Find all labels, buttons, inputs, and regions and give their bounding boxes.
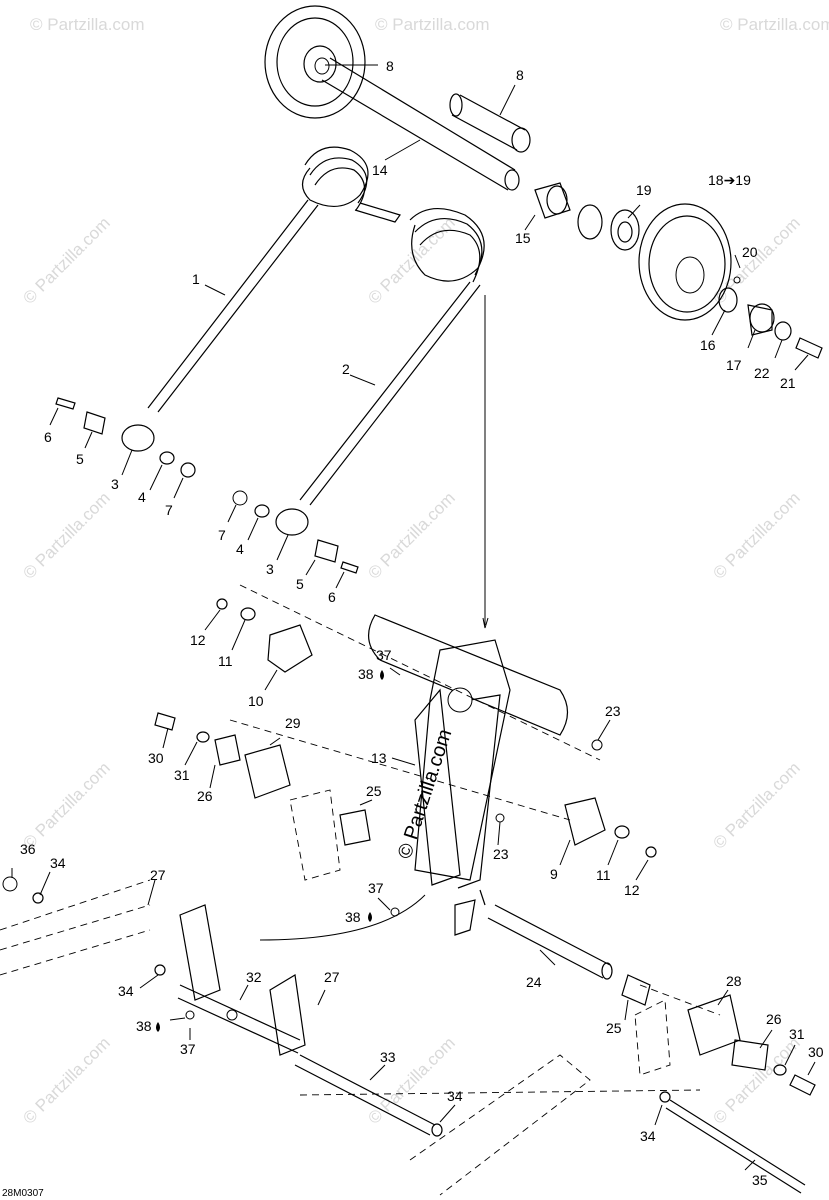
watermark: © Partzilla.com: [364, 1033, 458, 1127]
oil-drop-icon: [156, 1022, 160, 1032]
callout-37: 37: [180, 1041, 196, 1057]
callout-33: 33: [380, 1049, 396, 1065]
callout-5: 5: [76, 451, 84, 467]
callout-38: 38: [358, 666, 374, 682]
swing-arm: [368, 614, 569, 936]
callout-37: 37: [376, 647, 392, 663]
callout-38: 38: [136, 1018, 152, 1034]
callout-31: 31: [174, 767, 190, 783]
watermark: © Partzilla.com: [364, 488, 458, 582]
callout-28: 28: [726, 973, 742, 989]
callout-12: 12: [190, 632, 206, 648]
callout-11: 11: [596, 867, 611, 883]
callout-37: 37: [368, 880, 384, 896]
callout-36: 36: [20, 841, 36, 857]
callout-25: 25: [366, 783, 382, 799]
watermark: © Partzilla.com: [375, 15, 490, 34]
watermark: © Partzilla.com: [19, 488, 113, 582]
callout-31: 31: [789, 1026, 805, 1042]
watermark: © Partzilla.com: [364, 213, 458, 307]
callout-12: 12: [624, 882, 640, 898]
callout-15: 15: [515, 230, 531, 246]
watermark: © Partzilla.com: [19, 213, 113, 307]
callout-26: 26: [197, 788, 213, 804]
watermark: © Partzilla.com: [30, 15, 145, 34]
oil-drop-icon: [368, 912, 372, 922]
callout-23: 23: [605, 703, 621, 719]
callout-24: 24: [526, 974, 542, 990]
callouts: 8 8 14 19 18➔19 15 20 16 17 22 21 1 2 6 …: [20, 58, 824, 1188]
callout-35: 35: [752, 1172, 768, 1188]
callout-11: 11: [218, 653, 233, 669]
watermark: © Partzilla.com: [709, 1033, 803, 1127]
callout-34: 34: [118, 983, 134, 999]
side-watermark: © Partzilla.com: [394, 727, 457, 862]
callout-18-to-19: 18➔19: [708, 172, 751, 188]
callout-19: 19: [636, 182, 652, 198]
callout-27: 27: [324, 969, 340, 985]
dashed-rails: [0, 295, 721, 1196]
top-wheel-axle: [264, 5, 531, 191]
callout-34: 34: [447, 1088, 463, 1104]
watermark: © Partzilla.com: [720, 15, 829, 34]
watermark: © Partzilla.com: [709, 758, 803, 852]
callout-30: 30: [808, 1044, 824, 1060]
callout-22: 22: [754, 365, 770, 381]
callout-30: 30: [148, 750, 164, 766]
callout-13: 13: [371, 750, 387, 766]
callout-6: 6: [44, 429, 52, 445]
callout-17: 17: [726, 357, 742, 373]
watermark: © Partzilla.com: [19, 1033, 113, 1127]
callout-16: 16: [700, 337, 716, 353]
callout-5: 5: [296, 576, 304, 592]
callout-32: 32: [246, 969, 262, 985]
callout-10: 10: [248, 693, 264, 709]
drawing-code: 28M0307: [2, 1188, 44, 1199]
watermark: © Partzilla.com: [19, 758, 113, 852]
watermark: © Partzilla.com: [709, 488, 803, 582]
callout-3: 3: [266, 561, 274, 577]
callout-6: 6: [328, 589, 336, 605]
callout-7: 7: [165, 502, 173, 518]
oil-drop-icon: [380, 670, 384, 680]
callout-34: 34: [640, 1128, 656, 1144]
callout-8: 8: [386, 58, 394, 74]
callout-3: 3: [111, 476, 119, 492]
callout-14: 14: [372, 162, 388, 178]
callout-26: 26: [766, 1011, 782, 1027]
right-wheel-assembly: [534, 182, 823, 359]
callout-23: 23: [493, 846, 509, 862]
callout-20: 20: [742, 244, 758, 260]
callout-8: 8: [516, 67, 524, 83]
callout-7: 7: [218, 527, 226, 543]
upper-pivot-hardware: [55, 397, 359, 574]
callout-4: 4: [236, 541, 244, 557]
callout-1: 1: [192, 271, 200, 287]
grease-icons: [156, 670, 384, 1032]
callout-25: 25: [606, 1020, 622, 1036]
torsion-springs: [147, 146, 485, 506]
callout-4: 4: [138, 489, 146, 505]
callout-2: 2: [342, 361, 350, 377]
callout-38: 38: [345, 909, 361, 925]
callout-21: 21: [780, 375, 796, 391]
callout-9: 9: [550, 866, 558, 882]
callout-34: 34: [50, 855, 66, 871]
callout-27: 27: [150, 867, 166, 883]
lower-axles-brackets: [2, 876, 816, 1194]
callout-29: 29: [285, 715, 301, 731]
leader-lines: [11, 64, 816, 1171]
side-hardware: [154, 598, 657, 858]
